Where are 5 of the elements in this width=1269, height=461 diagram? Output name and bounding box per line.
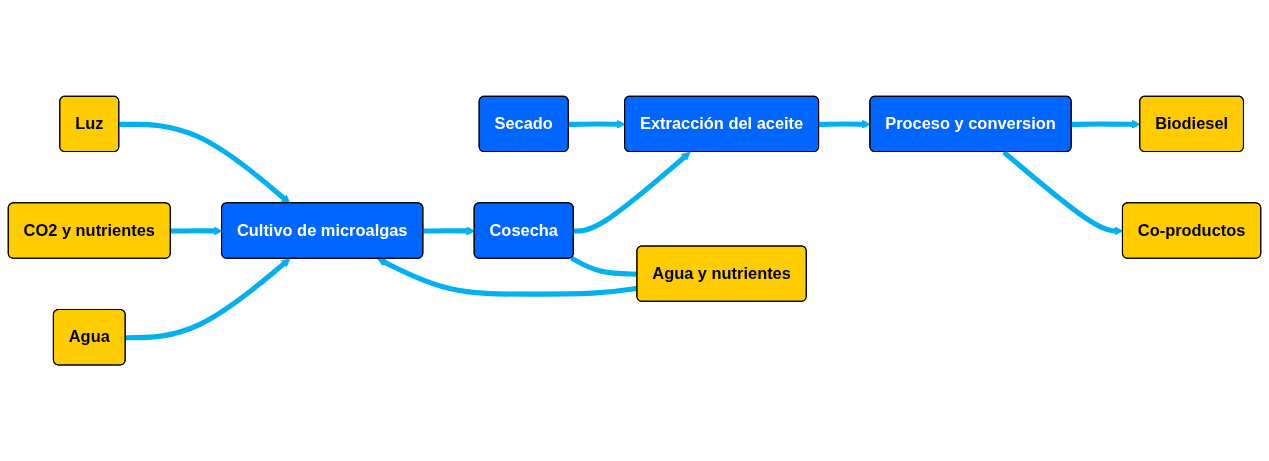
arrow [125, 258, 291, 341]
connector [570, 255, 638, 277]
arrow [119, 121, 291, 204]
arrow [573, 151, 691, 234]
arrow [377, 258, 638, 297]
